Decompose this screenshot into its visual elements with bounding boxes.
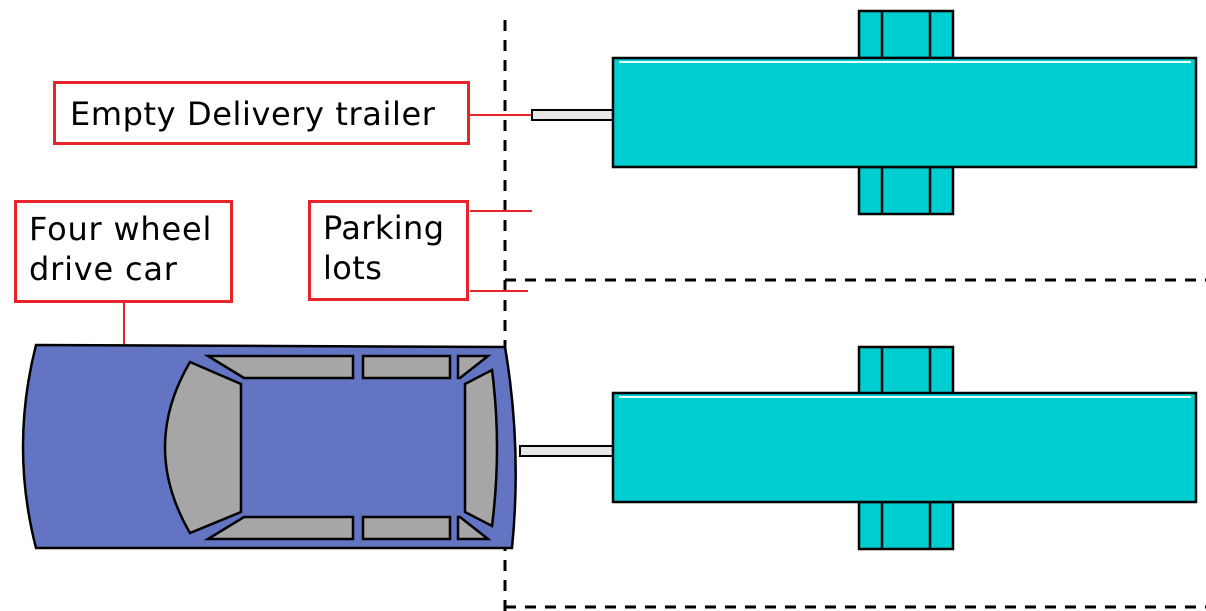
leader-lines: [123, 114, 536, 344]
empty-delivery-trailer-text: Empty Delivery trailer: [70, 95, 436, 133]
car-windshield: [163, 360, 243, 535]
car-label-line-1: Four wheel: [29, 210, 213, 248]
car-side-window-front-bottom: [203, 515, 355, 541]
towed-trailer: [519, 345, 1198, 551]
trailer-hitch-bar: [531, 109, 615, 121]
four-wheel-drive-car: [21, 343, 517, 550]
trailer-body: [611, 56, 1198, 169]
trailer-wheel-top: [857, 345, 955, 396]
car-side-window-rear-bottom: [456, 515, 492, 541]
four-wheel-drive-car-label: Four wheel drive car: [14, 200, 233, 303]
parking-lots-label: Parking lots: [308, 200, 469, 301]
car-side-window-mid-bottom: [361, 515, 452, 541]
car-side-window-rear-top: [456, 354, 492, 380]
empty-delivery-trailer-label: Empty Delivery trailer: [53, 81, 470, 145]
car-side-window-front-top: [203, 354, 355, 380]
empty-delivery-trailer: [531, 9, 1198, 216]
trailer-wheel-top: [857, 9, 955, 60]
parking-label-line-1: Parking: [323, 209, 445, 247]
trailer-hitch-bar: [519, 445, 615, 457]
car-label-line-2: drive car: [29, 250, 178, 288]
car-rear-window: [463, 368, 499, 528]
parking-label-line-2: lots: [323, 249, 383, 287]
trailer-wheel-bottom: [857, 500, 955, 551]
trailer-wheel-bottom: [857, 165, 955, 216]
car-body: [21, 343, 517, 550]
trailer-body: [611, 391, 1198, 504]
parking-lot-lines: [503, 20, 1206, 611]
car-side-window-mid-top: [361, 354, 452, 380]
